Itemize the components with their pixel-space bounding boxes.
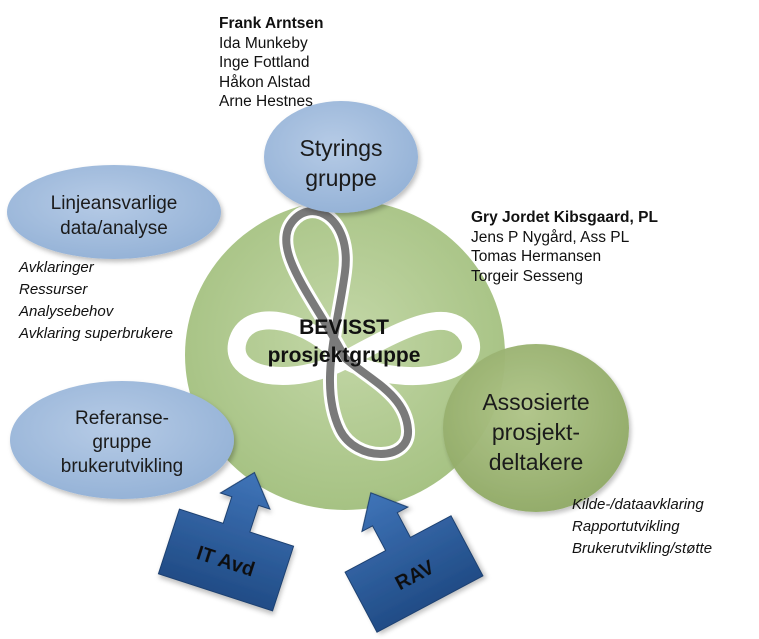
linjeansvarlige-bubble (7, 165, 221, 259)
referansegruppe-bubble (10, 381, 234, 499)
assosierte-label-3: deltakere (489, 449, 584, 475)
prosjektgruppe-member: Torgeir Sesseng (471, 267, 584, 285)
referansegruppe-label-3: brukerutvikling (61, 456, 184, 477)
prosjektgruppe-lead: Gry Jordet Kibsgaard, PL (471, 209, 658, 226)
arrow-rav: RAV (344, 492, 484, 633)
linjeansvarlige-label-2: data/analyse (60, 218, 168, 239)
styringsgruppe-member: Arne Hestnes (219, 93, 313, 110)
styringsgruppe-member: Ida Munkeby (219, 34, 308, 52)
assosierte-label-1: Assosierte (482, 389, 589, 415)
linjeansvarlige-task: Avklaringer (19, 259, 94, 276)
prosjektgruppe-member: Tomas Hermansen (471, 248, 602, 265)
assosierte-task: Rapportutvikling (572, 518, 680, 535)
referansegruppe-label-1: Referanse- (75, 408, 169, 429)
prosjektgruppe-members: Gry Jordet Kibsgaard, PL Jens P Nygård, … (471, 208, 658, 286)
styringsgruppe-member: Inge Fottland (219, 54, 310, 71)
linjeansvarlige-task: Avklaring superbrukere (19, 325, 173, 342)
styringsgruppe-members: Frank Arntsen Ida Munkeby Inge Fottland … (219, 14, 324, 112)
linjeansvarlige-tasks: Avklaringer Ressurser Analysebehov Avkla… (19, 257, 173, 345)
linjeansvarlige-task: Ressurser (19, 281, 88, 298)
center-title-line-1: BEVISST (299, 316, 389, 339)
referansegruppe-label-2: gruppe (92, 432, 151, 453)
styringsgruppe-lead: Frank Arntsen (219, 15, 324, 32)
assosierte-task: Brukerutvikling/støtte (572, 540, 713, 557)
assosierte-label-2: prosjekt- (492, 419, 580, 445)
styringsgruppe-member: Håkon Alstad (219, 73, 311, 91)
styringsgruppe-label-1: Styrings (299, 135, 382, 161)
arrow-it-avd: IT Avd (157, 471, 295, 612)
styringsgruppe-bubble (264, 101, 418, 213)
linjeansvarlige-label-1: Linjeansvarlige (51, 193, 178, 214)
assosierte-task: Kilde-/dataavklaring (572, 496, 704, 513)
assosierte-tasks: Kilde-/dataavklaring Rapportutvikling Br… (572, 494, 712, 560)
styringsgruppe-label-2: gruppe (305, 165, 377, 191)
center-title-line-2: prosjektgruppe (268, 344, 421, 367)
prosjektgruppe-member: Jens P Nygård, Ass PL (471, 228, 630, 246)
vertical-loop-shape (279, 204, 415, 461)
assosierte-bubble (443, 344, 629, 512)
linjeansvarlige-task: Analysebehov (19, 303, 114, 320)
